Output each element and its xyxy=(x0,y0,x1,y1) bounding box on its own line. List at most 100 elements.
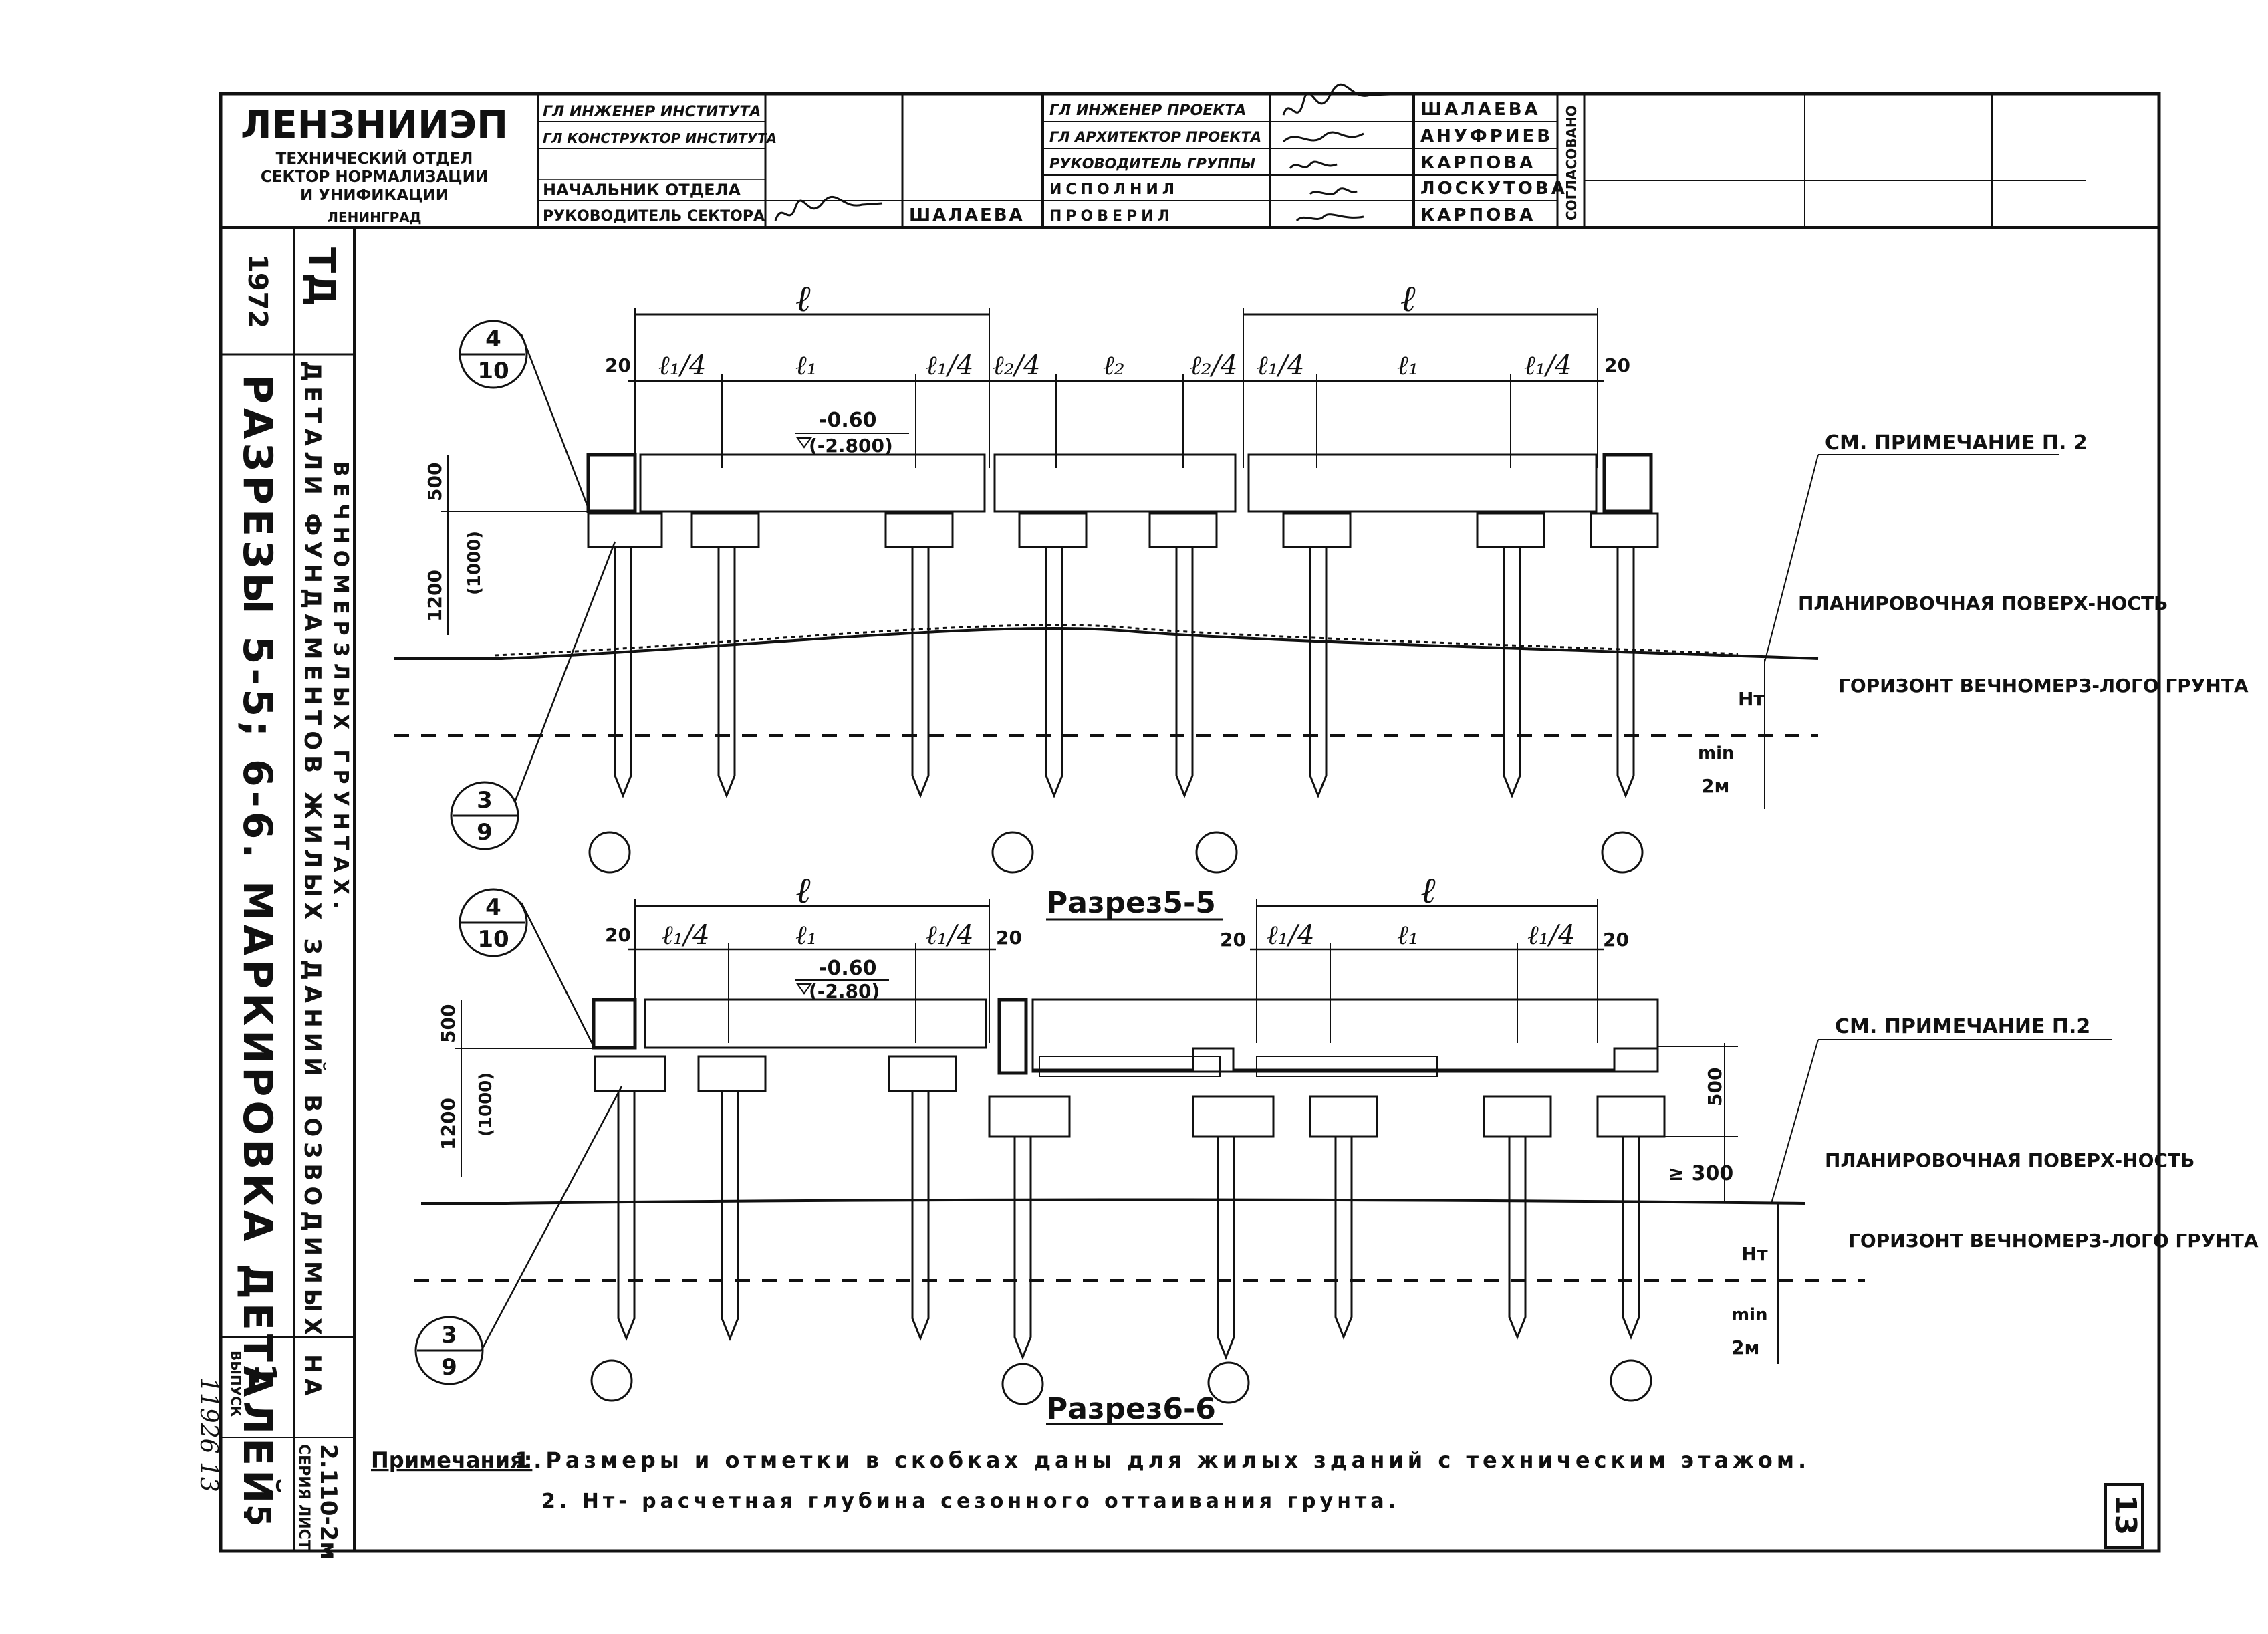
s5-dim-20-left: 20 xyxy=(605,354,631,376)
s5-span-label-left: ℓ xyxy=(795,277,811,320)
org-name: ЛЕНЗНИИЭП xyxy=(241,104,508,147)
role-group-leader: РУКОВОДИТЕЛЬ ГРУППЫ xyxy=(1049,156,1255,172)
drawing-title: РАЗРЕЗЫ 5-5; 6-6. МАРКИРОВКА ДЕТАЛЕЙ. xyxy=(234,374,282,1526)
s6-ht: Нт xyxy=(1741,1243,1768,1265)
sheet-frame xyxy=(219,92,2161,1553)
s6-min: min xyxy=(1731,1305,1768,1325)
role-chief-project-engineer: ГЛ ИНЖЕНЕР ПРОЕКТА xyxy=(1049,102,1246,119)
role-head-of-sector: РУКОВОДИТЕЛЬ СЕКТОРА xyxy=(543,208,765,225)
year: 1972 xyxy=(242,254,273,328)
name-executed: ЛОСКУТОВА xyxy=(1420,179,1567,199)
series-value: 2.110-2м xyxy=(315,1444,342,1560)
s6-dim-20-2: 20 xyxy=(996,927,1022,949)
s5-note-ref: СМ. ПРИМЕЧАНИЕ П. 2 xyxy=(1825,431,2088,455)
title-block: ЛЕНЗНИИЭП ТЕХНИЧЕСКИЙ ОТДЕЛ СЕКТОР НОРМА… xyxy=(241,83,2086,227)
note-2: 2. Нт- расчетная глубина сезонного оттаи… xyxy=(541,1490,1400,1513)
notes: Примечания: 1.Размеры и отметки в скобка… xyxy=(371,1447,1810,1513)
s6-h-top: 500 xyxy=(437,1004,459,1043)
s6-dim-20-4: 20 xyxy=(1603,929,1629,951)
s5-dim-l1-1: ℓ₁ xyxy=(795,350,817,381)
issue-label: ВЫПУСК xyxy=(228,1351,244,1417)
s6-callout-top-den: 10 xyxy=(477,926,509,953)
s6-h-right: 500 xyxy=(1704,1068,1726,1106)
notes-heading: Примечания: xyxy=(371,1447,532,1473)
s6-h-bottom: 1200 xyxy=(437,1098,459,1150)
role-chief-engineer: ГЛ ИНЖЕНЕР ИНСТИТУТА xyxy=(543,104,761,120)
s5-title: Разрез5-5 xyxy=(1046,886,1216,920)
org-dept-1: ТЕХНИЧЕСКИЙ ОТДЕЛ xyxy=(276,149,473,168)
subject-line-2: ВЕЧНОМЕРЗЛЫХ ГРУНТАХ. xyxy=(329,461,352,915)
s6-dim-l1q-1: ℓ₁/4 xyxy=(662,920,710,951)
s6-callout-bot-num: 3 xyxy=(441,1322,457,1349)
name-chief-project-engineer: ШАЛАЕВА xyxy=(1420,100,1541,120)
s5-dim-l1-2: ℓ₁ xyxy=(1397,350,1419,381)
s6-note-ref: СМ. ПРИМЕЧАНИЕ П.2 xyxy=(1835,1015,2090,1038)
org-dept-4: ЛЕНИНГРАД xyxy=(327,209,421,225)
s6-dim-l1q-4: ℓ₁/4 xyxy=(1527,920,1576,951)
s5-permafrost-label: ГОРИЗОНТ ВЕЧНОМЕРЗ-ЛОГО ГРУНТА xyxy=(1838,675,2249,697)
section-5-5: ℓ ℓ 20 ℓ₁/4 ℓ₁ ℓ₁/4 ℓ₂/4 ℓ₂ ℓ₂/4 ℓ₁/4 ℓ₁… xyxy=(394,277,2249,921)
name-group-leader: КАРПОВА xyxy=(1420,153,1535,173)
name-chief-architect: АНУФРИЕВ xyxy=(1420,126,1553,146)
role-checked: ПРОВЕРИЛ xyxy=(1049,208,1174,225)
s5-dim-l2: ℓ₂ xyxy=(1103,350,1125,381)
s6-surface-label: ПЛАНИРОВОЧНАЯ ПОВЕРХ-НОСТЬ xyxy=(1825,1149,2194,1171)
signatures xyxy=(774,83,1411,222)
s6-dim-l1-1: ℓ₁ xyxy=(795,920,817,951)
s6-dim-l1q-2: ℓ₁/4 xyxy=(926,920,974,951)
s5-dim-l1q-3: ℓ₁/4 xyxy=(1257,350,1305,381)
s5-min: min xyxy=(1698,743,1735,764)
s5-callout-bot-den: 9 xyxy=(477,819,493,846)
s6-span-label-left: ℓ xyxy=(795,869,811,911)
s6-clearance: ≥ 300 xyxy=(1668,1162,1733,1185)
s5-dim-20-right: 20 xyxy=(1604,354,1630,376)
s5-h-top: 500 xyxy=(424,463,446,501)
s5-dim-l1q-1: ℓ₁/4 xyxy=(658,350,707,381)
s6-permafrost-label: ГОРИЗОНТ ВЕЧНОМЕРЗ-ЛОГО ГРУНТА xyxy=(1848,1230,2259,1252)
s6-min-val: 2м xyxy=(1731,1336,1759,1359)
role-chief-architect: ГЛ АРХИТЕКТОР ПРОЕКТА xyxy=(1049,129,1261,145)
name-checked: КАРПОВА xyxy=(1420,205,1535,225)
s5-dim-l2q-2: ℓ₂/4 xyxy=(1190,350,1238,381)
role-executed: ИСПОЛНИЛ xyxy=(1049,181,1178,198)
org-dept-2: СЕКТОР НОРМАЛИЗАЦИИ xyxy=(261,168,488,186)
s6-title: Разрез6-6 xyxy=(1046,1392,1216,1426)
sheet-value: 5 xyxy=(239,1504,277,1526)
s5-callout-top-den: 10 xyxy=(477,358,509,384)
s5-elev: -0.60 xyxy=(819,409,876,432)
s6-span-label-right: ℓ xyxy=(1420,869,1436,911)
s5-ht: Нт xyxy=(1738,688,1765,710)
s6-dim-20-3: 20 xyxy=(1220,929,1246,951)
s5-dim-l2q-1: ℓ₂/4 xyxy=(993,350,1041,381)
section-6-6: ℓ ℓ 20 ℓ₁/4 ℓ₁ ℓ₁/4 20 20 ℓ₁/4 ℓ₁ ℓ₁/4 2… xyxy=(414,869,2259,1426)
issue-value: 1 xyxy=(248,1364,282,1385)
s5-h-bottom-bracket: (1000) xyxy=(465,531,485,595)
series-label: СЕРИЯ xyxy=(295,1444,312,1500)
role-chief-constructor: ГЛ КОНСТРУКТОР ИНСТИТУТА xyxy=(543,130,777,146)
approved-label: СОГЛАСОВАНО xyxy=(1563,105,1580,221)
doc-code: ТД xyxy=(299,247,343,306)
note-1: 1.Размеры и отметки в скобках даны для ж… xyxy=(515,1447,1810,1473)
role-head-of-department: НАЧАЛЬНИК ОТДЕЛА xyxy=(543,181,741,199)
s5-span-label-right: ℓ xyxy=(1400,277,1416,320)
s5-surface-label: ПЛАНИРОВОЧНАЯ ПОВЕРХ-НОСТЬ xyxy=(1798,592,2168,614)
page-number: 13 xyxy=(2108,1494,2142,1535)
name-head-of-sector: ШАЛАЕВА xyxy=(909,205,1025,225)
subject-line-1: ДЕТАЛИ ФУНДАМЕНТОВ ЖИЛЫХ ЗДАНИЙ ВОЗВОДИМ… xyxy=(299,361,326,1401)
s6-elev: -0.60 xyxy=(819,957,876,980)
s5-callout-bot-num: 3 xyxy=(477,787,493,814)
s6-dim-l1-2: ℓ₁ xyxy=(1397,920,1419,951)
s5-callout-top-num: 4 xyxy=(485,326,501,352)
side-panel: 1972 ТД РАЗРЕЗЫ 5-5; 6-6. МАРКИРОВКА ДЕТ… xyxy=(195,247,352,1560)
s6-dim-20-1: 20 xyxy=(605,924,631,946)
sheet-label: ЛИСТ xyxy=(295,1504,312,1550)
s5-h-bottom: 1200 xyxy=(424,570,446,622)
s5-min-val: 2м xyxy=(1701,775,1729,797)
stamp-number: 11926 13 xyxy=(195,1377,222,1492)
org-dept-3: И УНИФИКАЦИИ xyxy=(300,187,449,204)
s6-callout-top-num: 4 xyxy=(485,894,501,921)
s5-elev-bracket: (-2.800) xyxy=(809,435,893,457)
s6-dim-l1q-3: ℓ₁/4 xyxy=(1267,920,1315,951)
s5-dim-l1q-2: ℓ₁/4 xyxy=(926,350,974,381)
